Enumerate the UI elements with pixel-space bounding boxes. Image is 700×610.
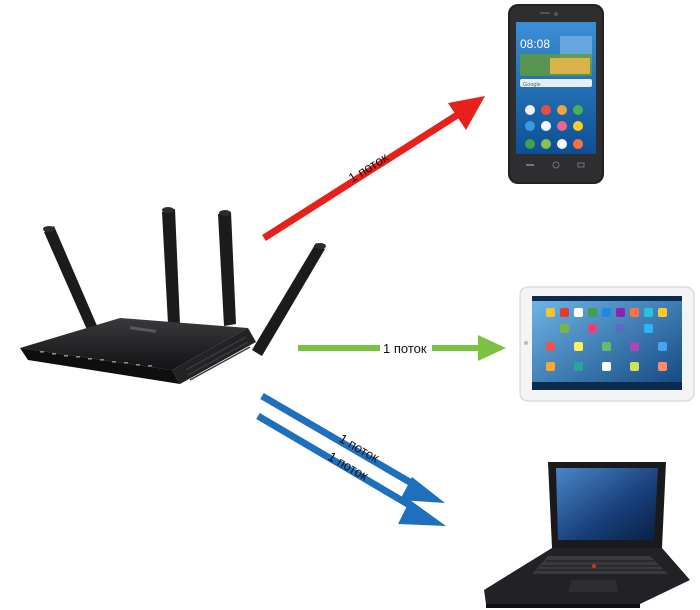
- tablet-app-icons: [546, 308, 667, 371]
- arrow-to-tablet: 1 поток: [298, 335, 506, 361]
- router-image: [20, 207, 326, 384]
- stream-label-tablet: 1 поток: [383, 341, 427, 356]
- laptop-image: [484, 462, 690, 608]
- phone-app-icons: [525, 105, 583, 149]
- phone-search-hint: Google: [523, 82, 541, 88]
- arrow-to-phone: 1 поток: [262, 96, 485, 241]
- phone-clock: 08:08: [520, 37, 550, 51]
- smartphone-image: 08:08 Google: [508, 4, 604, 184]
- tablet-image: [519, 286, 695, 402]
- arrow-to-laptop-1: 1 поток: [260, 392, 445, 503]
- stream-label-phone: 1 поток: [346, 150, 391, 186]
- arrow-to-laptop-2: 1 поток: [256, 412, 446, 526]
